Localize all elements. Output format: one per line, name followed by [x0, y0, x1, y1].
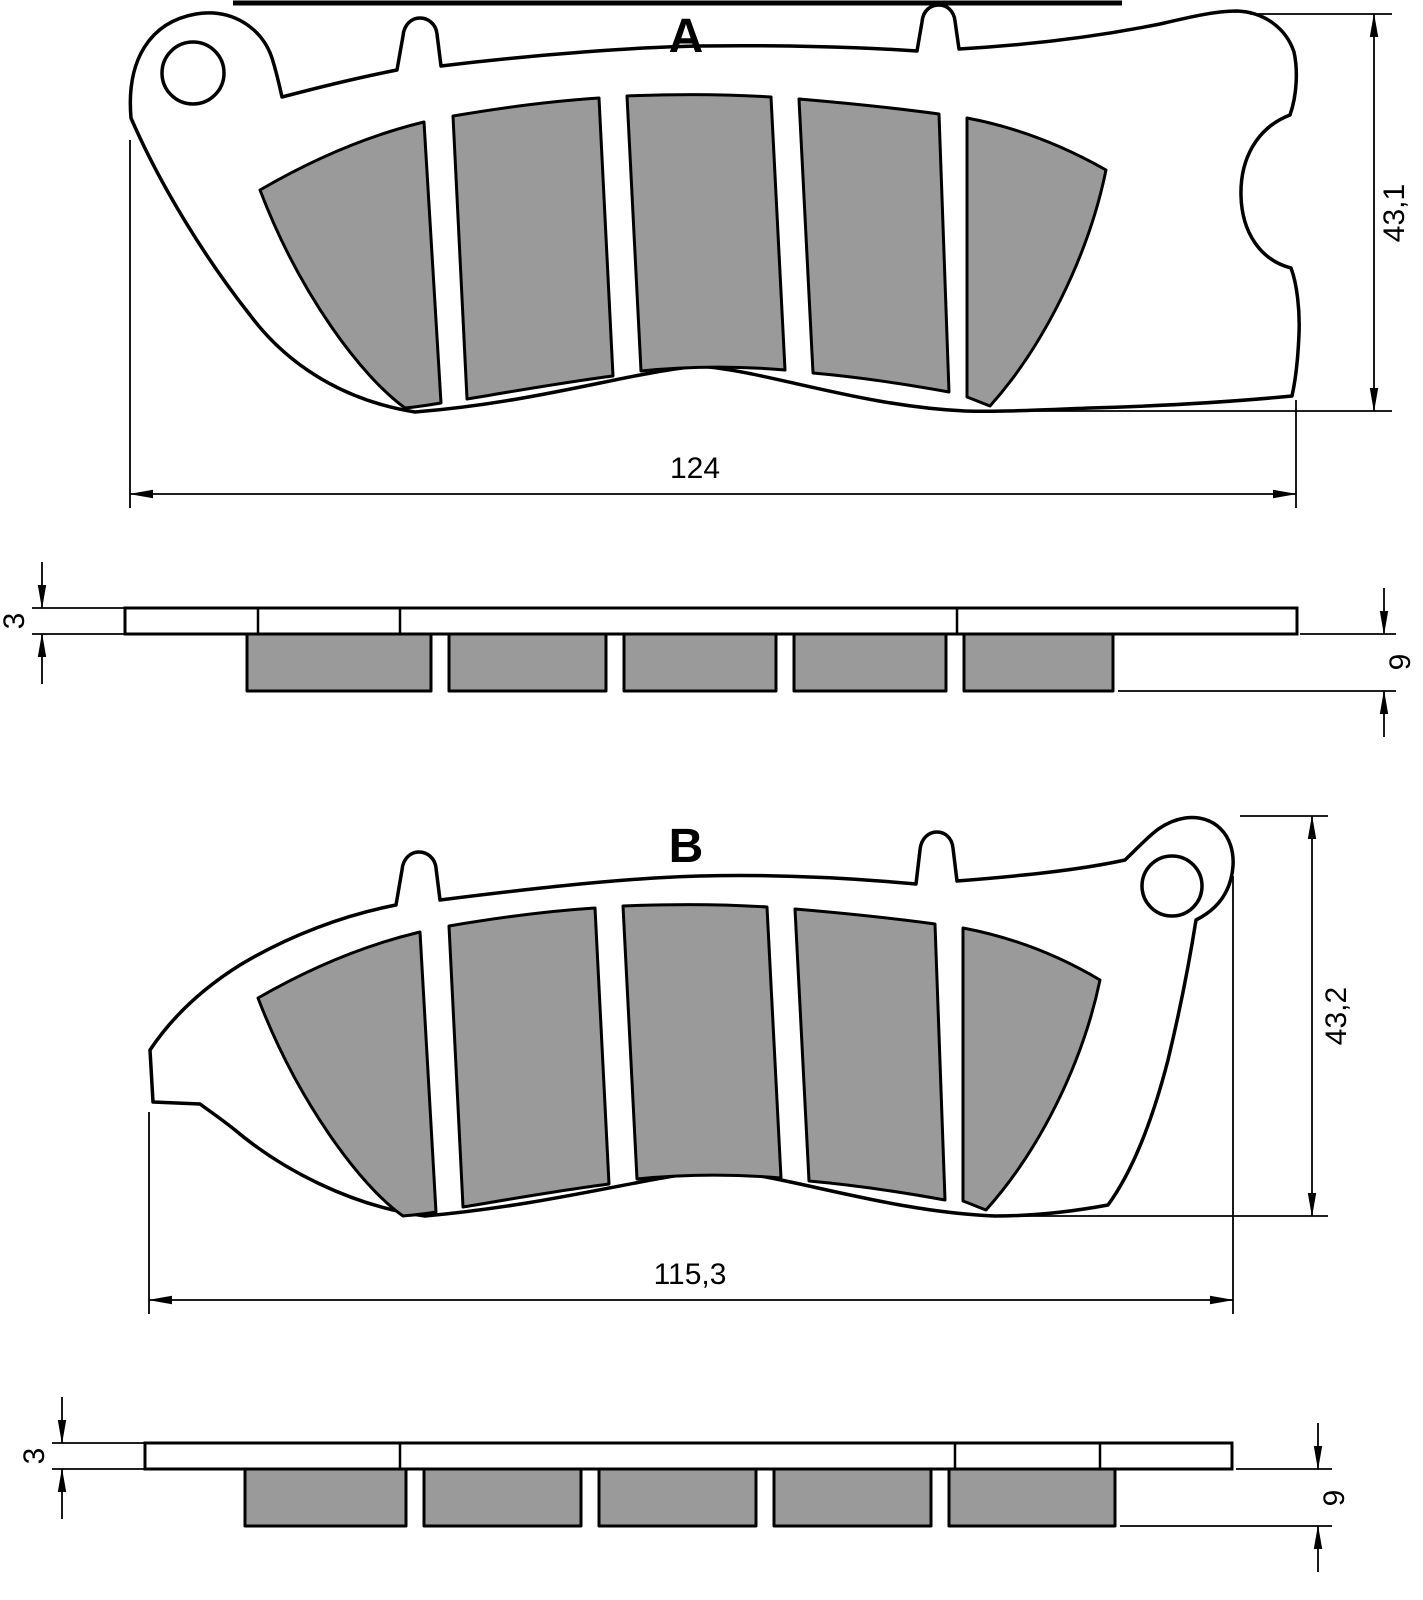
pad-b-width-value: 115,3: [654, 1258, 727, 1291]
pad-a-friction-segment-5: [965, 116, 1108, 408]
pad-a-friction-segment-3: [625, 93, 787, 373]
pad-b-plate-thickness-value: 3: [18, 1448, 51, 1465]
pad-b-friction-segment-2: [447, 906, 611, 1209]
pad-b-view: B 43,2 115,3: [148, 815, 1353, 1314]
pad-b-side-friction-block: [947, 1467, 1117, 1528]
pad-b-height-dimension: 43,2: [1020, 815, 1353, 1217]
pad-a-height-value: 43,1: [1378, 184, 1411, 242]
pad-a-width-value: 124: [670, 452, 720, 485]
pad-a-height-dimension: 43,1: [1008, 13, 1411, 412]
pad-a-side-backing-plate: [123, 606, 1299, 636]
pad-b-friction-thickness-dimension: 9: [1120, 1423, 1351, 1572]
pad-a-side-friction-block: [962, 632, 1115, 693]
pad-a-plate-thickness-dimension: 3: [0, 562, 125, 684]
pad-a-plate-thickness-value: 3: [0, 613, 31, 630]
pad-b-mounting-hole: [1140, 854, 1204, 918]
pad-a-mounting-hole: [160, 40, 226, 106]
pad-a-side-friction-block: [447, 632, 608, 693]
pad-b-friction-segment-3: [621, 903, 783, 1181]
pad-b-side-friction-block: [597, 1467, 758, 1528]
pad-a-side-friction-block: [792, 632, 948, 693]
pad-b-label: B: [669, 820, 704, 873]
pad-a-friction-thickness-value: 9: [1384, 654, 1417, 671]
pad-a-friction-segment-4: [797, 97, 951, 394]
pad-b-height-value: 43,2: [1320, 987, 1353, 1045]
pad-b-width-dimension: 115,3: [148, 876, 1234, 1314]
pad-b-side-friction-block: [243, 1467, 408, 1528]
pad-a-friction-segment-2: [451, 96, 615, 401]
pad-a-view: A 43,1 124: [128, 3, 1411, 508]
pad-a-friction-segment-1: [258, 120, 443, 410]
pad-b-friction-thickness-value: 9: [1318, 1490, 1351, 1507]
pad-b-plate-thickness-dimension: 3: [18, 1397, 145, 1519]
pad-a-side-friction-block: [622, 632, 778, 693]
pad-a-label: A: [669, 10, 704, 63]
pad-a-side-view: 3 9: [0, 562, 1417, 737]
pad-b-friction-segment-1: [256, 930, 438, 1218]
pad-b-side-friction-block: [772, 1467, 933, 1528]
pad-a-friction-thickness-dimension: 9: [1118, 588, 1417, 737]
pad-b-side-backing-plate: [143, 1441, 1234, 1471]
pad-b-side-view: 3 9: [18, 1397, 1351, 1572]
pad-a-width-dimension: 124: [129, 140, 1297, 508]
pad-b-friction-segment-4: [793, 907, 947, 1202]
pad-b-friction-segment-5: [961, 926, 1102, 1212]
pad-b-side-friction-block: [422, 1467, 583, 1528]
pad-a-side-friction-block: [245, 632, 433, 693]
